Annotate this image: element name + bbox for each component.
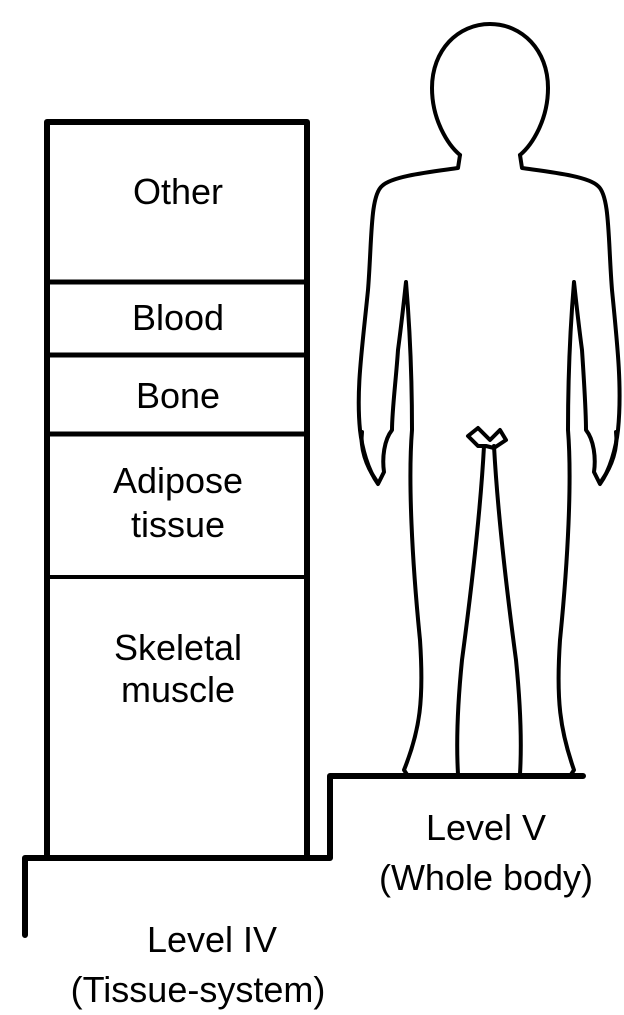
segment-label-blood: Blood xyxy=(132,297,224,338)
segment-label-adipose: Adipose xyxy=(113,460,243,501)
segment-label-skeletal: Skeletal xyxy=(114,627,242,668)
figure-head xyxy=(432,24,548,155)
figure-right-outline xyxy=(520,155,620,776)
figure-right-hand xyxy=(602,432,616,480)
figure-inner-right-leg xyxy=(494,446,521,774)
segment-label-tissue: tissue xyxy=(131,504,225,545)
level-iv-subtitle: (Tissue-system) xyxy=(71,969,326,1010)
figure-inner-left-leg xyxy=(457,446,484,774)
segment-label-bone: Bone xyxy=(136,375,220,416)
tissue-column: Other Blood Bone Adipose tissue Skeletal… xyxy=(47,122,307,858)
human-figure xyxy=(359,24,620,776)
segment-label-muscle: muscle xyxy=(121,669,235,710)
figure-left-outline xyxy=(359,155,460,776)
level-v-subtitle: (Whole body) xyxy=(379,857,593,898)
figure-crotch xyxy=(468,428,506,448)
figure-left-hand xyxy=(362,432,376,480)
segment-label-other: Other xyxy=(133,171,223,212)
level-v-title: Level V xyxy=(426,807,546,848)
level-iv-title: Level IV xyxy=(147,919,277,960)
